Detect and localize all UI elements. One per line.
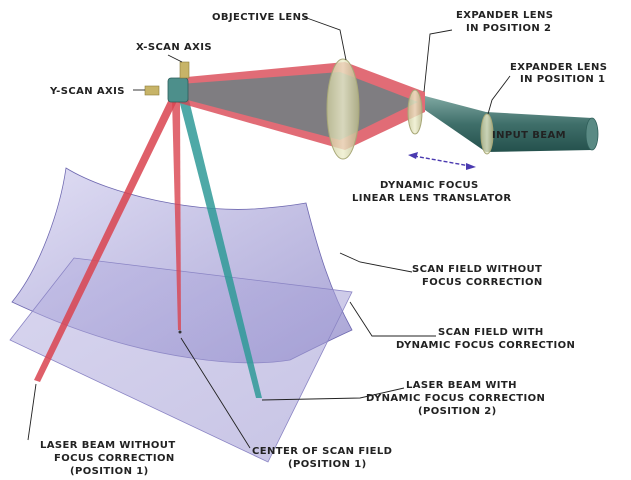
leader-laser-with bbox=[261, 387, 405, 401]
x-scan-motor bbox=[179, 61, 190, 79]
translator-arrow bbox=[408, 152, 476, 170]
flat-scan-field bbox=[9, 257, 353, 463]
label-center-line2: (POSITION 1) bbox=[288, 459, 367, 470]
label-laser-with-line1: LASER BEAM WITH bbox=[406, 380, 517, 391]
label-x-scan-axis: X-SCAN AXIS bbox=[136, 42, 212, 53]
label-laser-with-line2: DYNAMIC FOCUS CORRECTION bbox=[366, 393, 545, 404]
laser-beam-center bbox=[172, 99, 181, 330]
label-expander-pos1-line2: IN POSITION 1 bbox=[520, 74, 605, 85]
laser-beam-without-correction bbox=[34, 97, 178, 382]
input-beam-end bbox=[585, 117, 599, 151]
leader-scan-field-without bbox=[339, 252, 413, 273]
leader-x-scan bbox=[167, 54, 183, 63]
label-scan-field-with-line2: DYNAMIC FOCUS CORRECTION bbox=[396, 340, 575, 351]
label-scan-field-without-line2: FOCUS CORRECTION bbox=[422, 277, 543, 288]
center-point bbox=[178, 330, 182, 334]
leader-expander-pos2 bbox=[423, 29, 453, 93]
expander-lens-position-1 bbox=[480, 113, 494, 155]
label-expander-pos2-line1: EXPANDER LENS bbox=[456, 10, 553, 21]
leader-expander-pos1 bbox=[487, 75, 511, 115]
y-scan-motor bbox=[144, 85, 160, 96]
expander-lens-position-2 bbox=[407, 89, 423, 135]
laser-beam-with-correction bbox=[178, 96, 262, 398]
leader-laser-without bbox=[27, 383, 37, 441]
label-expander-pos1-line1: EXPANDER LENS bbox=[510, 62, 607, 73]
label-center-line1: CENTER OF SCAN FIELD bbox=[252, 446, 392, 457]
label-laser-without-line3: (POSITION 1) bbox=[70, 466, 149, 477]
label-laser-without-line2: FOCUS CORRECTION bbox=[54, 453, 175, 464]
label-dynamic-focus-line2: LINEAR LENS TRANSLATOR bbox=[352, 193, 511, 204]
leader-scan-field-with bbox=[349, 301, 436, 337]
label-input-beam: INPUT BEAM bbox=[492, 130, 566, 141]
label-laser-without-line1: LASER BEAM WITHOUT bbox=[40, 440, 176, 451]
objective-lens bbox=[326, 58, 360, 160]
input-beam-body bbox=[425, 96, 592, 152]
label-expander-pos2-line2: IN POSITION 2 bbox=[466, 23, 551, 34]
label-y-scan-axis: Y-SCAN AXIS bbox=[49, 86, 125, 97]
label-dynamic-focus-line1: DYNAMIC FOCUS bbox=[380, 180, 479, 191]
label-scan-field-without-line1: SCAN FIELD WITHOUT bbox=[412, 264, 542, 275]
label-objective-lens: OBJECTIVE LENS bbox=[212, 12, 309, 23]
leader-center bbox=[180, 337, 251, 449]
scan-mirror bbox=[167, 77, 189, 103]
label-laser-with-line3: (POSITION 2) bbox=[418, 406, 497, 417]
label-scan-field-with-line1: SCAN FIELD WITH bbox=[438, 327, 544, 338]
leader-objective-lens bbox=[303, 16, 347, 61]
